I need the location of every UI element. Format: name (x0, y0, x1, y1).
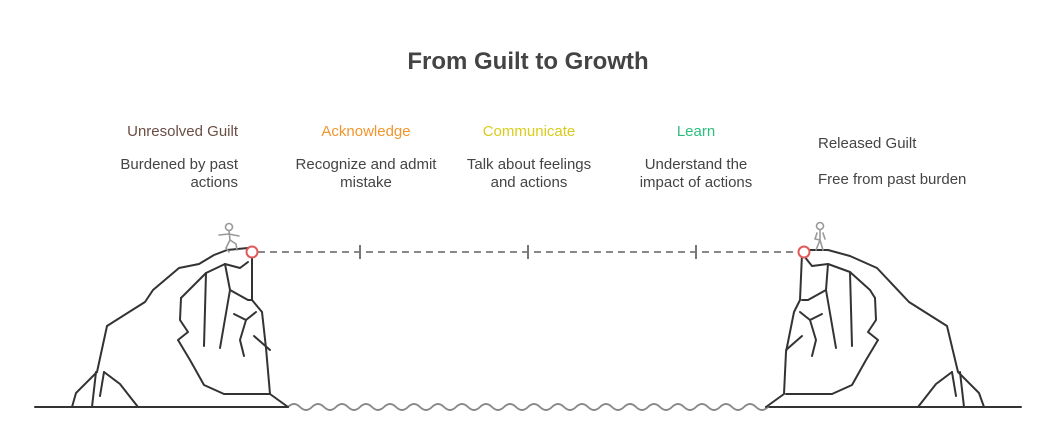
end-title: Released Guilt (818, 135, 917, 152)
cliff-left (71, 247, 289, 408)
progress-path (258, 245, 798, 259)
person-balancing-icon (218, 222, 240, 253)
step-communicate-title: Communicate (482, 123, 576, 140)
start-title: Unresolved Guilt (127, 123, 238, 140)
step-learn-description: Understand the impact of actions (639, 156, 753, 191)
step-acknowledge-title: Acknowledge (321, 123, 411, 140)
page-title: From Guilt to Growth (407, 48, 649, 75)
step-acknowledge-description: Recognize and admit mistake (295, 156, 437, 191)
cliff-right (765, 249, 985, 408)
end-description: Free from past burden (818, 171, 967, 188)
start-marker (245, 245, 259, 259)
water-waves (287, 403, 769, 411)
step-learn-title: Learn (676, 123, 716, 140)
person-standing-icon (814, 221, 826, 251)
end-marker (797, 245, 811, 259)
step-communicate-description: Talk about feelings and actions (466, 156, 592, 191)
start-description: Burdened by past actions (120, 156, 238, 191)
